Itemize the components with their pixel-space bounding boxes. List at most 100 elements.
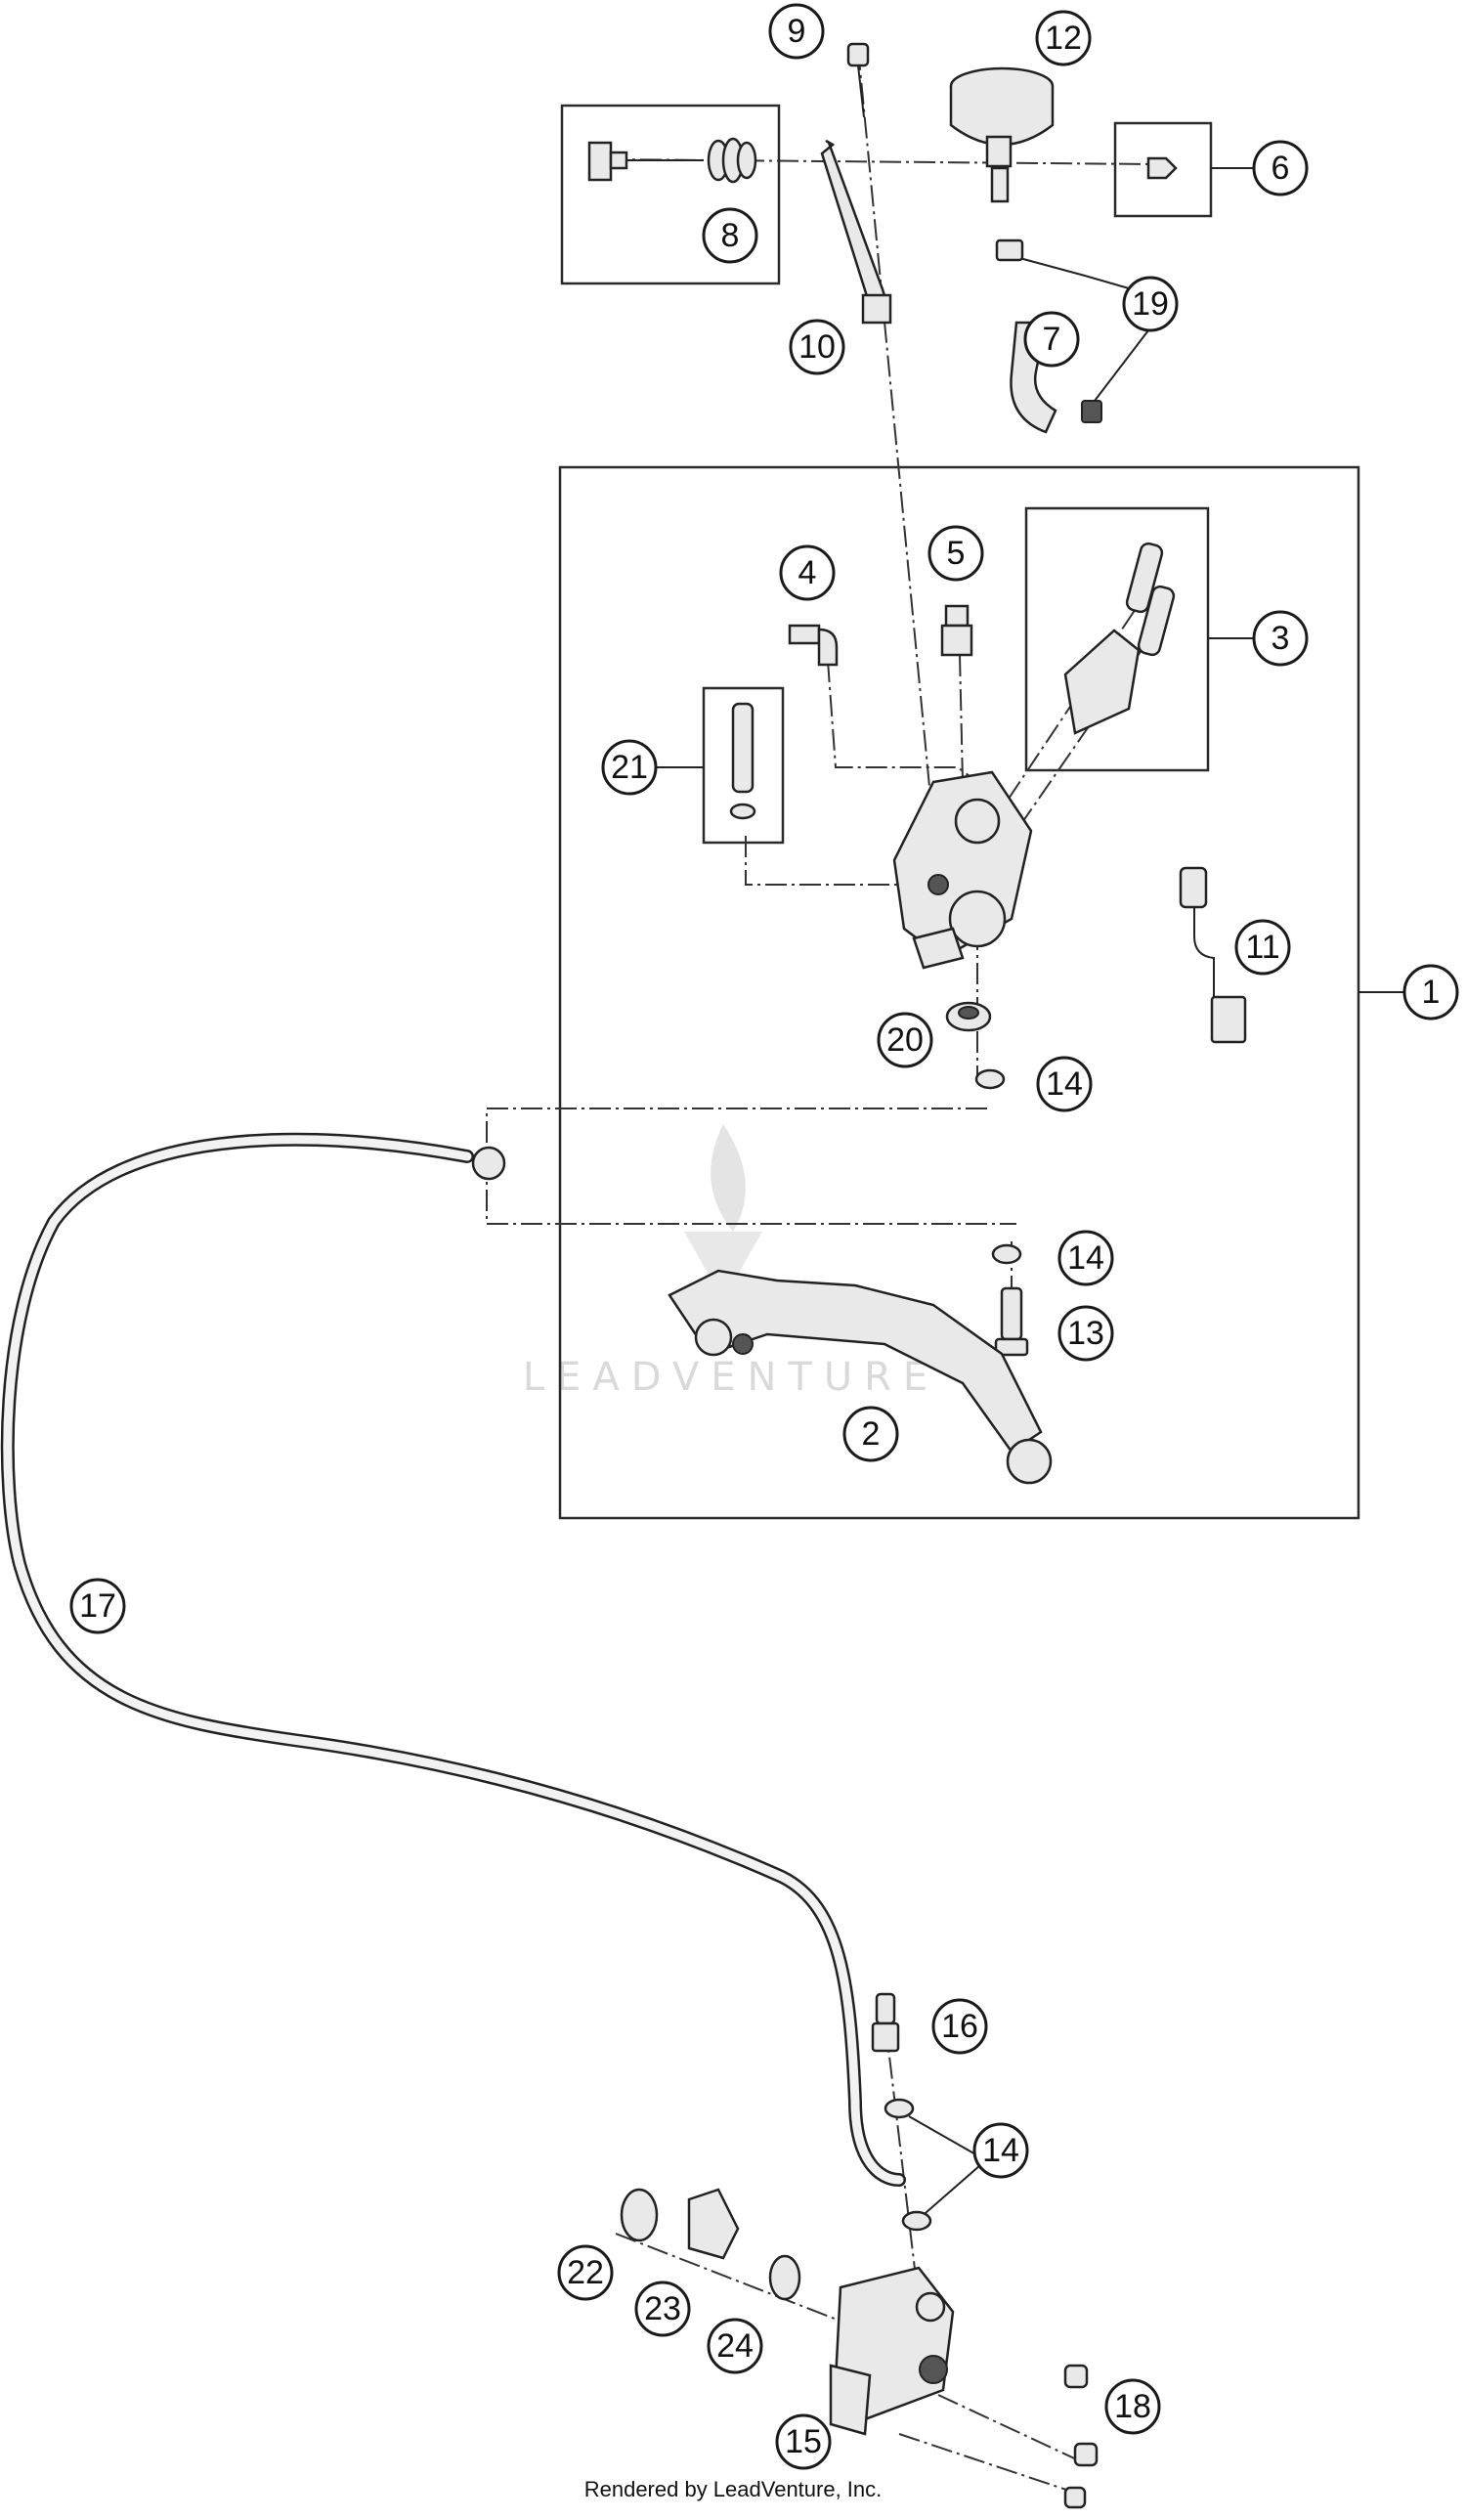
bolt-9 [846, 42, 870, 118]
callout-circle [842, 1406, 899, 1462]
callout-number: 16 [941, 2008, 978, 2045]
hose-7 [1010, 321, 1057, 434]
callout-circle [1036, 1056, 1093, 1112]
callout-number: 24 [716, 2327, 754, 2365]
callout-circle [702, 207, 758, 264]
washers-14 [884, 1068, 1022, 2232]
group-box-6 [1113, 121, 1213, 218]
reservoir-12 [949, 66, 1055, 203]
callout-circle [927, 525, 984, 582]
callout-4: 4 [779, 544, 836, 601]
bolt-13 [994, 1286, 1029, 1357]
hose-line-17 [0, 1132, 906, 2187]
callout-number: 19 [1132, 285, 1169, 323]
callout-circle [1035, 10, 1092, 66]
callout-circle [1104, 2378, 1161, 2435]
callout-number: 5 [947, 535, 966, 572]
callouts: 1234567891011121314141415161718192021222… [69, 3, 1459, 2470]
callout-number: 20 [886, 1021, 924, 1059]
callout-circle [1023, 311, 1080, 368]
callout-circle [601, 739, 658, 796]
grommet-20 [945, 1001, 992, 1032]
callout-14: 14 [1057, 1230, 1114, 1286]
callout-circle [557, 2244, 614, 2301]
seal-set [620, 2188, 801, 2301]
callout-3: 3 [1252, 610, 1309, 667]
switch-11 [1179, 866, 1247, 1044]
callout-circle [972, 2122, 1029, 2179]
group-box-8 [560, 104, 781, 285]
clip-19 [995, 239, 1102, 423]
callout-circle [634, 2281, 691, 2337]
callout-8: 8 [702, 207, 758, 264]
callout-21: 21 [601, 739, 658, 796]
callout-17: 17 [69, 1578, 126, 1634]
screw-6 [1146, 156, 1178, 180]
callout-20: 20 [877, 1012, 933, 1068]
group-box-21 [702, 686, 785, 845]
callout-number: 23 [644, 2290, 681, 2327]
callout-9: 9 [768, 3, 825, 60]
callout-6: 6 [1252, 140, 1309, 196]
callout-number: 14 [982, 2132, 1019, 2169]
callout-number: 11 [1245, 929, 1279, 966]
callout-circle [707, 2318, 763, 2374]
bolts-15-18 [1063, 2364, 1099, 2509]
callout-number: 18 [1114, 2388, 1151, 2425]
callout-circle [1252, 610, 1309, 667]
callout-12: 12 [1035, 10, 1092, 66]
callout-circle [1252, 140, 1309, 196]
fitting-5 [940, 604, 973, 657]
callout-23: 23 [634, 2281, 691, 2337]
callout-24: 24 [707, 2318, 763, 2374]
callout-18: 18 [1104, 2378, 1161, 2435]
callout-number: 2 [862, 1415, 881, 1453]
callout-number: 10 [798, 328, 836, 366]
slave-cylinder [829, 2266, 955, 2436]
callout-7: 7 [1023, 311, 1080, 368]
callout-number: 17 [79, 1587, 116, 1625]
callout-14: 14 [972, 2122, 1029, 2179]
callout-22: 22 [557, 2244, 614, 2301]
callout-number: 15 [785, 2423, 822, 2460]
callout-1: 1 [1402, 964, 1459, 1021]
callout-number: 6 [1272, 150, 1290, 187]
callout-16: 16 [931, 1998, 988, 2055]
callout-circle [931, 1998, 988, 2055]
callout-number: 21 [611, 749, 648, 786]
callout-number: 14 [1067, 1239, 1104, 1277]
callout-number: 8 [721, 217, 740, 254]
bracket-10 [820, 140, 892, 325]
master-cylinder [892, 770, 1033, 970]
callout-2: 2 [842, 1406, 899, 1462]
callout-circle [768, 3, 825, 60]
render-credit: Rendered by LeadVenture, Inc. [583, 2477, 883, 2501]
callout-circle [1122, 276, 1179, 332]
clamp-3 [1063, 542, 1176, 735]
callout-10: 10 [789, 319, 845, 375]
callout-number: 3 [1272, 620, 1290, 657]
pin-21 [729, 702, 756, 820]
fitting-4 [788, 624, 839, 667]
callout-number: 13 [1067, 1315, 1104, 1352]
callout-circle [1057, 1230, 1114, 1286]
callout-circle [69, 1578, 126, 1634]
callout-number: 4 [798, 554, 817, 591]
callout-15: 15 [775, 2413, 832, 2470]
watermark-text: LEADVENTURE [523, 1355, 939, 1400]
lever-2 [668, 1269, 1053, 1485]
callout-number: 12 [1045, 20, 1082, 57]
callout-circle [789, 319, 845, 375]
callout-circle [1234, 919, 1291, 976]
leader-lines [656, 167, 1404, 2220]
watermark: LEADVENTURE [523, 1124, 939, 1400]
callout-circle [877, 1012, 933, 1068]
callout-number: 14 [1046, 1065, 1083, 1103]
callout-number: 22 [567, 2254, 604, 2291]
callout-13: 13 [1057, 1305, 1114, 1362]
callout-number: 1 [1422, 974, 1441, 1011]
callout-circle [779, 544, 836, 601]
bellows-8 [587, 137, 757, 184]
callout-11: 11 [1234, 919, 1291, 976]
